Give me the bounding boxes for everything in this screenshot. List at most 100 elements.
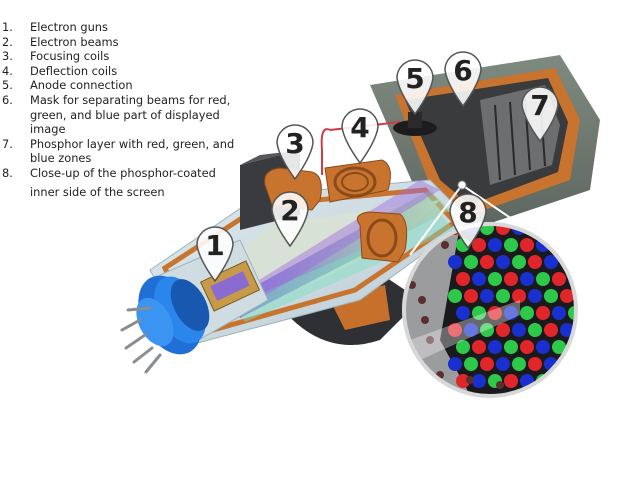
legend-item-line: image xyxy=(30,122,66,137)
pin-marker-1: 1 xyxy=(196,226,234,283)
phosphor-dot xyxy=(496,357,510,371)
legend-item-number: 2. xyxy=(2,34,13,49)
phosphor-dot xyxy=(472,272,486,286)
phosphor-dot xyxy=(512,357,526,371)
mask-hole xyxy=(426,336,434,344)
phosphor-dot xyxy=(456,374,470,388)
phosphor-dot xyxy=(504,272,518,286)
phosphor-dot xyxy=(528,289,542,303)
phosphor-dot xyxy=(480,255,494,269)
legend-item-line: green, and blue part of displayed xyxy=(30,107,220,122)
electron-gun-base xyxy=(120,275,210,374)
phosphor-dot xyxy=(472,340,486,354)
legend-item: 6. Mask for separating beams for red,gree… xyxy=(2,93,238,137)
legend-item-line: inner side of the screen xyxy=(30,184,165,199)
phosphor-dot xyxy=(472,306,486,320)
phosphor-dot xyxy=(480,357,494,371)
phosphor-dot xyxy=(536,340,550,354)
zoom-origin-dot xyxy=(457,180,467,190)
pin-marker-5: 5 xyxy=(396,59,434,116)
phosphor-dot xyxy=(528,323,542,337)
phosphor-dot xyxy=(536,306,550,320)
mask-hole xyxy=(441,241,449,249)
phosphor-dot xyxy=(560,289,574,303)
phosphor-dot xyxy=(552,340,566,354)
legend-item-text: Electron guns xyxy=(30,20,238,35)
phosphor-dot xyxy=(504,340,518,354)
legend-item-text: Electron beams xyxy=(30,35,238,50)
phosphor-dot xyxy=(560,323,574,337)
phosphor-dot xyxy=(464,323,478,337)
phosphor-dot xyxy=(488,306,502,320)
pin-marker-4: 4 xyxy=(341,108,379,165)
phosphor-dot xyxy=(472,374,486,388)
legend-item: 4.Deflection coils xyxy=(2,64,238,79)
phosphor-dot xyxy=(552,306,566,320)
mask-hole xyxy=(418,296,426,304)
phosphor-dot xyxy=(512,289,526,303)
phosphor-dot xyxy=(488,340,502,354)
legend-item-number: 6. xyxy=(2,92,13,107)
phosphor-dot xyxy=(448,289,462,303)
phosphor-dot xyxy=(528,357,542,371)
pin-marker-number: 4 xyxy=(350,111,369,144)
legend-item-line: Deflection coils xyxy=(30,63,118,78)
phosphor-dot xyxy=(472,238,486,252)
phosphor-dot xyxy=(520,340,534,354)
phosphor-dot xyxy=(544,289,558,303)
phosphor-dot xyxy=(488,238,502,252)
pin-marker-number: 6 xyxy=(453,54,472,87)
legend-item-line: Electron guns xyxy=(30,20,108,34)
phosphor-dot xyxy=(456,272,470,286)
phosphor-dot xyxy=(480,289,494,303)
legend-item-line: Mask for separating beams for red, xyxy=(30,92,231,107)
phosphor-dot xyxy=(520,238,534,252)
legend-list: 1. Electron guns 2. Electron beams 3. Focusin… xyxy=(2,20,238,199)
phosphor-dot xyxy=(456,306,470,320)
pin-marker-7: 7 xyxy=(521,86,559,143)
legend-item-number: 7. xyxy=(2,136,13,151)
phosphor-dot xyxy=(464,357,478,371)
phosphor-dot xyxy=(448,357,462,371)
legend-item: 2. Electron beams xyxy=(2,35,238,50)
phosphor-dot xyxy=(456,340,470,354)
legend-item-text: Mask for separating beams for red,green,… xyxy=(30,93,238,137)
deflection-coils xyxy=(356,211,408,263)
pin-marker-number: 7 xyxy=(530,89,549,122)
phosphor-dot xyxy=(512,255,526,269)
phosphor-dot xyxy=(528,255,542,269)
pin-marker-2: 2 xyxy=(271,191,309,248)
pin-marker-number: 1 xyxy=(205,229,224,262)
phosphor-dot xyxy=(520,306,534,320)
legend-item-number: 1. xyxy=(2,20,13,34)
phosphor-dot xyxy=(536,272,550,286)
pin-marker-number: 5 xyxy=(405,62,424,95)
legend-item: 1. Electron guns xyxy=(2,20,238,35)
mask-hole xyxy=(421,316,429,324)
phosphor-closeup xyxy=(402,222,578,398)
pin-marker-number: 2 xyxy=(280,194,299,227)
legend-item-line: Focusing coils xyxy=(30,49,110,64)
phosphor-dot xyxy=(448,323,462,337)
legend-item-line: Phosphor layer with red, green, and xyxy=(30,136,235,151)
mask-hole xyxy=(466,376,474,384)
legend-item-text: Anode connection xyxy=(30,78,238,93)
legend-item: 3. Focusing coils xyxy=(2,49,238,64)
legend-item-line: Electron beams xyxy=(30,34,119,49)
phosphor-dot xyxy=(552,272,566,286)
pin-marker-6: 6 xyxy=(444,51,482,108)
legend-item-number: 3. xyxy=(2,49,13,64)
phosphor-dot xyxy=(496,255,510,269)
mask-hole xyxy=(496,381,504,389)
pin-marker-number: 3 xyxy=(285,127,304,160)
pin-marker-number: 8 xyxy=(458,196,477,229)
legend-item-number: 8. xyxy=(2,165,13,180)
legend-item-number: 5. xyxy=(2,78,13,93)
phosphor-dot xyxy=(544,255,558,269)
